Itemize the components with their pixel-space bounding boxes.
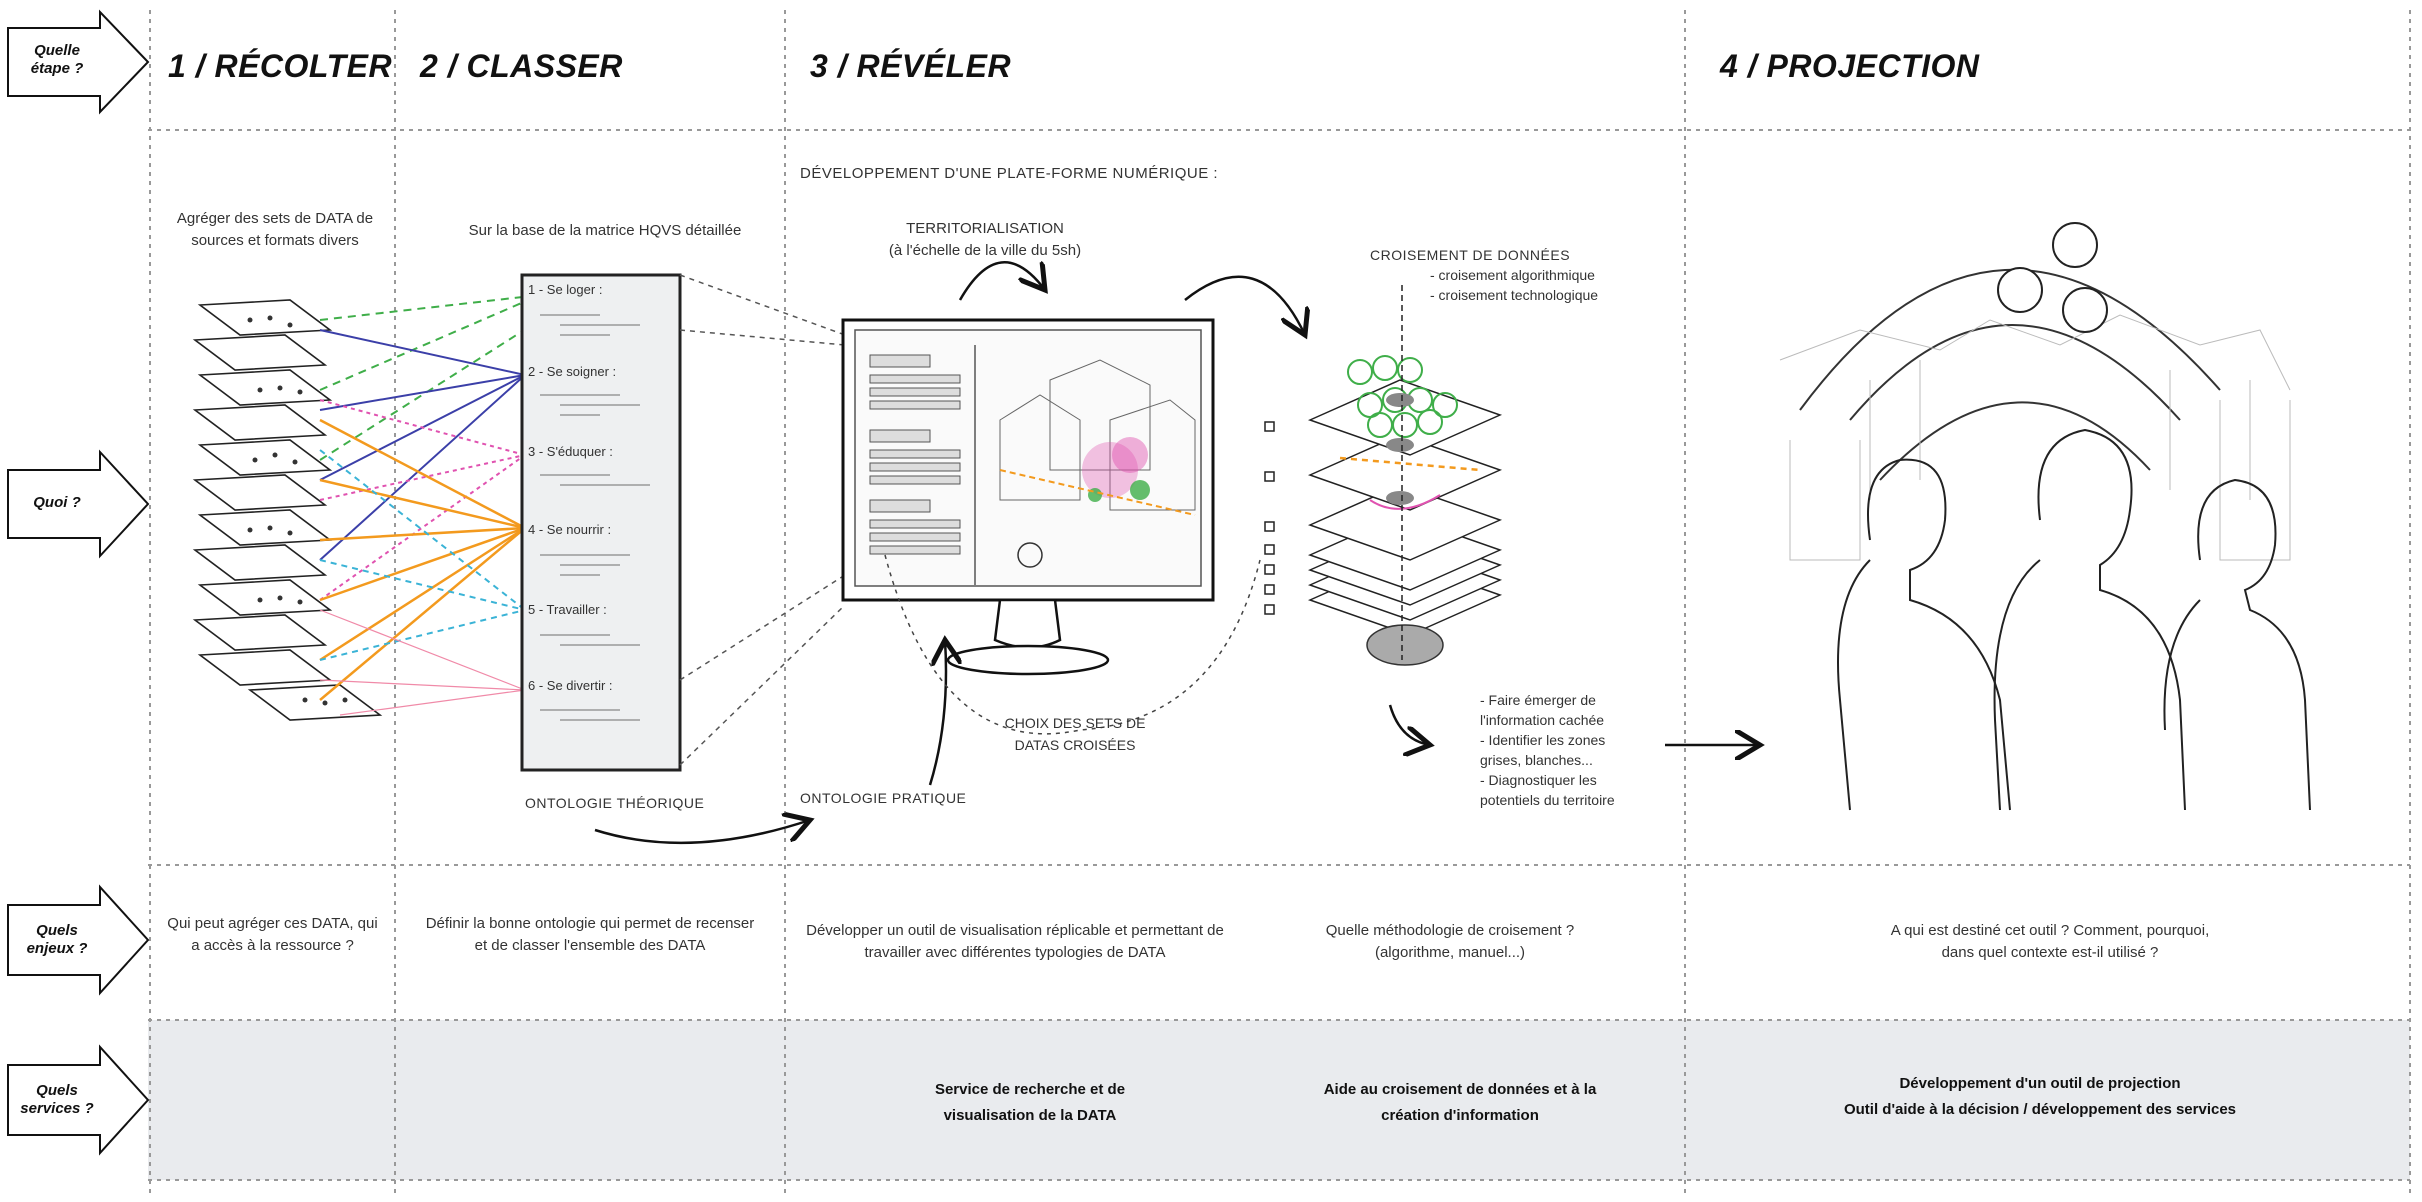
arrow-etape — [7, 9, 150, 115]
ontology-item-se-divertir: 6 - Se divertir : — [528, 678, 613, 693]
croisement-arrow — [1184, 275, 1305, 335]
ontology-item-se-nourrir: 4 - Se nourrir : — [528, 522, 612, 537]
ontologie-pratique: ONTOLOGIE PRATIQUE — [800, 790, 967, 806]
row-separators — [148, 129, 2410, 1181]
croisement-title: CROISEMENT DE DONNÉES — [1370, 247, 1571, 263]
ontology-item-s-eduquer: 3 - S'éduquer : — [528, 444, 613, 459]
enjeux-col3b: Quelle méthodologie de croisement ? (alg… — [1325, 922, 1575, 961]
outcome-item: - Faire émerger de l'information cachée — [1480, 692, 1605, 728]
row-label-enjeux: Quels enjeux ? — [26, 922, 88, 957]
outcomes-list: - Faire émerger de l'information cachée … — [1480, 690, 1650, 810]
territorialisation-label: TERRITORIALISATION (à l'échelle de la vi… — [870, 218, 1100, 262]
service-projection: Développement d'un outil de projection O… — [1780, 1071, 2300, 1123]
enjeux-col3a: Développer un outil de visualisation rép… — [806, 922, 1224, 961]
row-label-services: Quels services ? — [20, 1082, 94, 1117]
col1-description: Agréger des sets de DATA de sources et f… — [176, 210, 374, 249]
choix-label: CHOIX DES SETS DE DATAS CROISÉES — [1004, 715, 1146, 753]
territorialisation-subtitle: (à l'échelle de la ville du 5sh) — [888, 242, 1082, 259]
ontology-item-se-soigner: 2 - Se soigner : — [528, 364, 617, 379]
service-visualisation: Service de recherche et de visualisation… — [934, 1081, 1126, 1124]
arrow-services — [7, 1044, 150, 1156]
platform-title: DÉVELOPPEMENT D'UNE PLATE-FORME NUMÉRIQU… — [800, 165, 1219, 182]
step-projection: 4 / PROJECTION — [1720, 48, 1980, 84]
column-separators — [149, 10, 2411, 1195]
ontology-item-travailler: 5 - Travailler : — [528, 602, 607, 617]
step-classer: 2 / CLASSER — [420, 48, 623, 84]
arrow-quoi — [7, 449, 150, 559]
ontology-item-se-loger: 1 - Se loger : — [528, 282, 603, 297]
service-projection-line2: Outil d'aide à la décision / développeme… — [1843, 1101, 2237, 1118]
outcome-item: - Diagnostiquer les potentiels du territ… — [1480, 772, 1615, 808]
col2-description: Sur la base de la matrice HQVS détaillée — [468, 222, 742, 239]
pratique-arrow — [928, 640, 946, 786]
croisement-block: CROISEMENT DE DONNÉES - croisement algor… — [1370, 245, 1598, 305]
connection-lines — [319, 294, 541, 716]
ontology-scribbles — [540, 314, 650, 721]
enjeux-col4: A qui est destiné cet outil ? Comment, p… — [1890, 922, 2210, 961]
arrow-enjeux — [7, 884, 150, 996]
row-label-quoi: Quoi ? — [33, 494, 81, 511]
data-layers — [192, 299, 383, 721]
step-reveler: 3 / RÉVÉLER — [810, 48, 1012, 84]
row-arrows — [7, 9, 150, 1156]
enjeux-col1: Qui peut agréger ces DATA, qui a accès à… — [167, 915, 378, 954]
row-label-etape: Quelle étape ? — [30, 42, 84, 77]
enjeux-col2: Définir la bonne ontologie qui permet de… — [425, 915, 755, 954]
croisement-item: - croisement technologique — [1430, 287, 1599, 303]
services-band — [148, 1020, 2410, 1180]
ontology-panel — [520, 273, 682, 772]
monitor — [841, 318, 1215, 676]
layer-dots — [247, 315, 348, 706]
crossing-layers — [1264, 285, 1503, 666]
ontologie-theorique: ONTOLOGIE THÉORIQUE — [525, 795, 705, 811]
territorialisation-arrow — [958, 262, 1045, 301]
territorialisation-title: TERRITORIALISATION — [906, 220, 1064, 237]
projection-sketch — [1779, 222, 2311, 811]
service-projection-line1: Développement d'un outil de projection — [1899, 1075, 2181, 1092]
projection-lines — [679, 274, 846, 766]
ontology-arrow — [594, 820, 810, 845]
outcome-item: - Identifier les zones grises, blanches.… — [1480, 732, 1606, 768]
croisement-item: - croisement algorithmique — [1430, 267, 1595, 283]
service-croisement: Aide au croisement de données et à la cr… — [1323, 1081, 1597, 1124]
choix-loop — [884, 554, 1261, 735]
step-recolter: 1 / RÉCOLTER — [168, 48, 393, 84]
outcome-arrow — [1388, 704, 1430, 745]
